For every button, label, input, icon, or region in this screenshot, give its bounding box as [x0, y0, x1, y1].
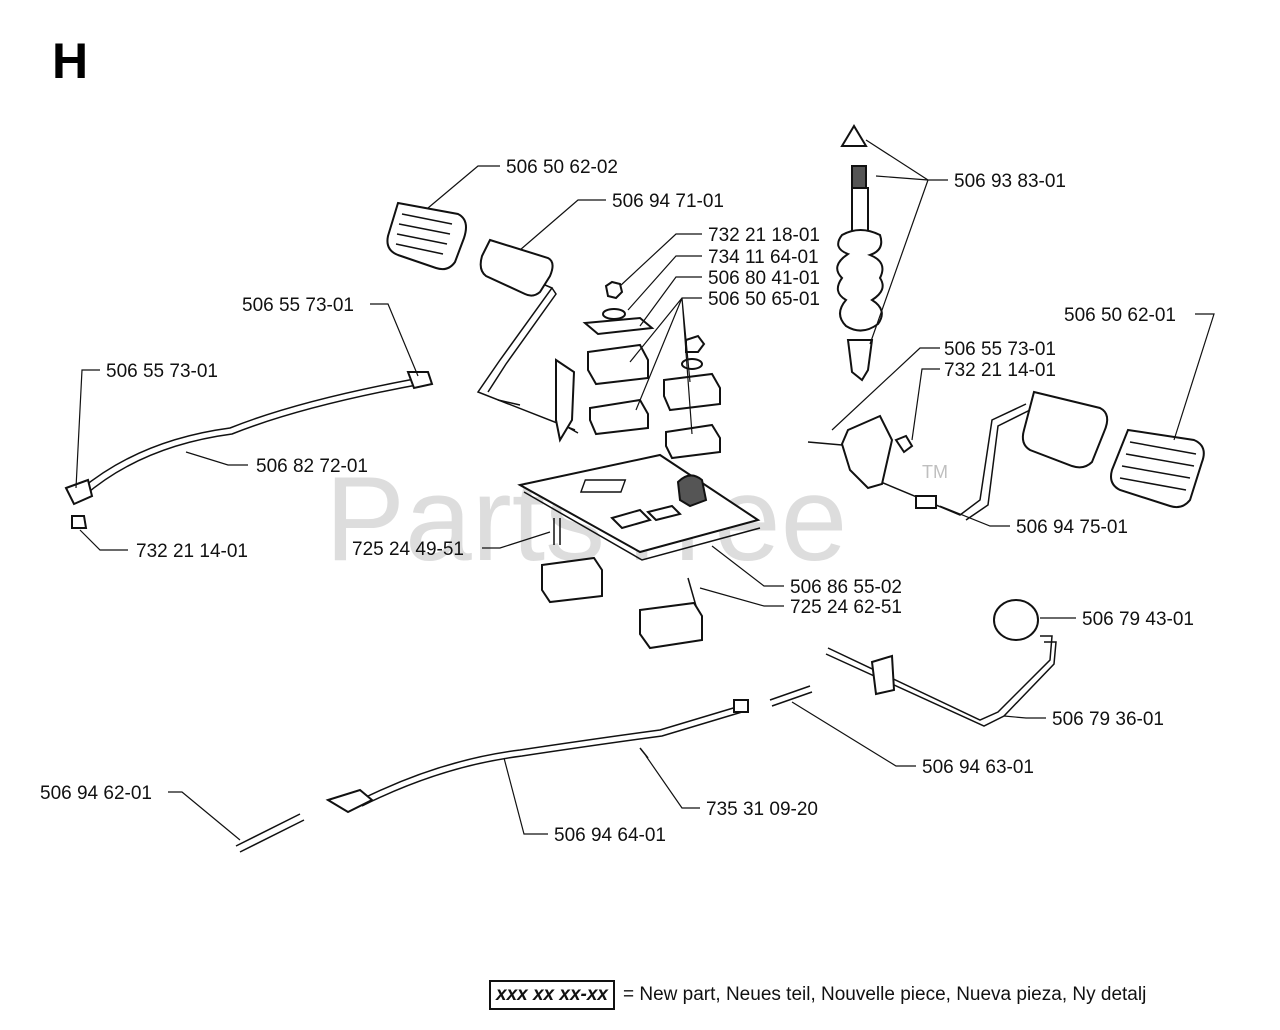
callout-label: 732 21 14-01 — [136, 541, 248, 562]
cable-lower — [235, 685, 813, 853]
callout-label: 506 79 36-01 — [1052, 709, 1164, 730]
callout-label: 506 79 43-01 — [1082, 609, 1194, 630]
callout-label: 506 86 55-02 — [790, 577, 902, 598]
pedal-pad-left — [386, 201, 467, 271]
legend-new-part-box: xxx xx xx-xx — [489, 980, 615, 1010]
bracket — [555, 358, 576, 443]
cable-left — [64, 371, 434, 529]
callout-label: 725 24 62-51 — [790, 597, 902, 618]
callout-label: 506 94 75-01 — [1016, 517, 1128, 538]
callout-label: 506 50 62-01 — [1064, 305, 1176, 326]
pedal-arm-right — [875, 390, 1109, 521]
callout-label: 725 24 49-51 — [352, 539, 464, 560]
callout-label: 506 55 73-01 — [242, 295, 354, 316]
pivot-arm — [807, 414, 914, 490]
callout-label: 506 94 71-01 — [612, 191, 724, 212]
watermark-trademark: TM — [922, 462, 948, 482]
callout-label: 506 82 72-01 — [256, 456, 368, 477]
pedal-pad-right — [1110, 428, 1205, 509]
leader-lines — [75, 139, 1215, 841]
callout-label: 506 94 63-01 — [922, 757, 1034, 778]
legend-text: = New part, Neues teil, Nouvelle piece, … — [623, 984, 1147, 1005]
callout-label: 735 31 09-20 — [706, 799, 818, 820]
callout-label: 506 50 65-01 — [708, 289, 820, 310]
legend: xxx xx xx-xx = New part, Neues teil, Nou… — [489, 980, 1146, 1010]
base-plate — [517, 453, 761, 561]
lower-blocks — [541, 518, 703, 650]
callout-label: 734 11 64-01 — [708, 247, 819, 268]
hardware-stack — [582, 280, 721, 460]
callout-label: 506 55 73-01 — [106, 361, 218, 382]
callout-label: 732 21 14-01 — [944, 360, 1056, 381]
callout-label: 506 93 83-01 — [954, 171, 1066, 192]
callout-label: 506 50 62-02 — [506, 157, 618, 178]
section-letter: H — [52, 33, 88, 89]
callout-label: 506 55 73-01 — [944, 339, 1056, 360]
knob-and-rod — [825, 599, 1057, 727]
shock-absorber — [836, 124, 884, 382]
callout-label: 732 21 18-01 — [708, 225, 820, 246]
callout-label: 506 94 64-01 — [554, 825, 666, 846]
callout-label: 506 80 41-01 — [708, 268, 820, 289]
pedal-arm-left — [476, 238, 579, 434]
callout-label: 506 94 62-01 — [40, 783, 152, 804]
